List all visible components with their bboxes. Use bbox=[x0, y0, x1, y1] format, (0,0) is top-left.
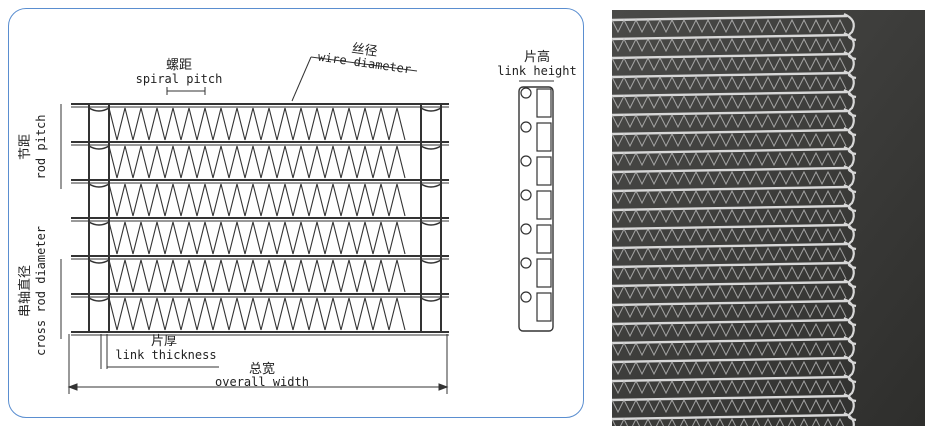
link-thickness-label-en: link thickness bbox=[115, 348, 216, 362]
link-height-label-en: link height bbox=[497, 64, 576, 78]
side-view bbox=[518, 86, 554, 332]
cross-rod-diameter-label-cn: 串轴直径 bbox=[18, 265, 33, 317]
belt-drawing: 螺距 spiral pitch 丝径 wire diameter 片高 link… bbox=[18, 41, 577, 394]
belt-grid bbox=[71, 103, 449, 336]
link-height-label-cn: 片高 bbox=[524, 49, 550, 65]
link-thickness-label-cn: 片厚 bbox=[151, 334, 177, 349]
diagram-panel: 螺距 spiral pitch 丝径 wire diameter 片高 link… bbox=[8, 8, 584, 418]
overall-width-label-cn: 总宽 bbox=[249, 361, 275, 377]
overall-width-label-en: overall width bbox=[215, 375, 309, 389]
wire-diameter-label-cn: 丝径 bbox=[351, 41, 379, 59]
dimension-lines bbox=[60, 56, 554, 394]
rod-pitch-label-en: rod pitch bbox=[34, 114, 48, 179]
spiral-pitch-label-cn: 螺距 bbox=[166, 58, 192, 73]
belt-photo bbox=[611, 10, 925, 433]
rod-pitch-label-cn: 节距 bbox=[18, 134, 33, 160]
cross-rod-diameter-label-en: cross rod diameter bbox=[34, 226, 48, 356]
spiral-pitch-label-en: spiral pitch bbox=[136, 72, 223, 86]
